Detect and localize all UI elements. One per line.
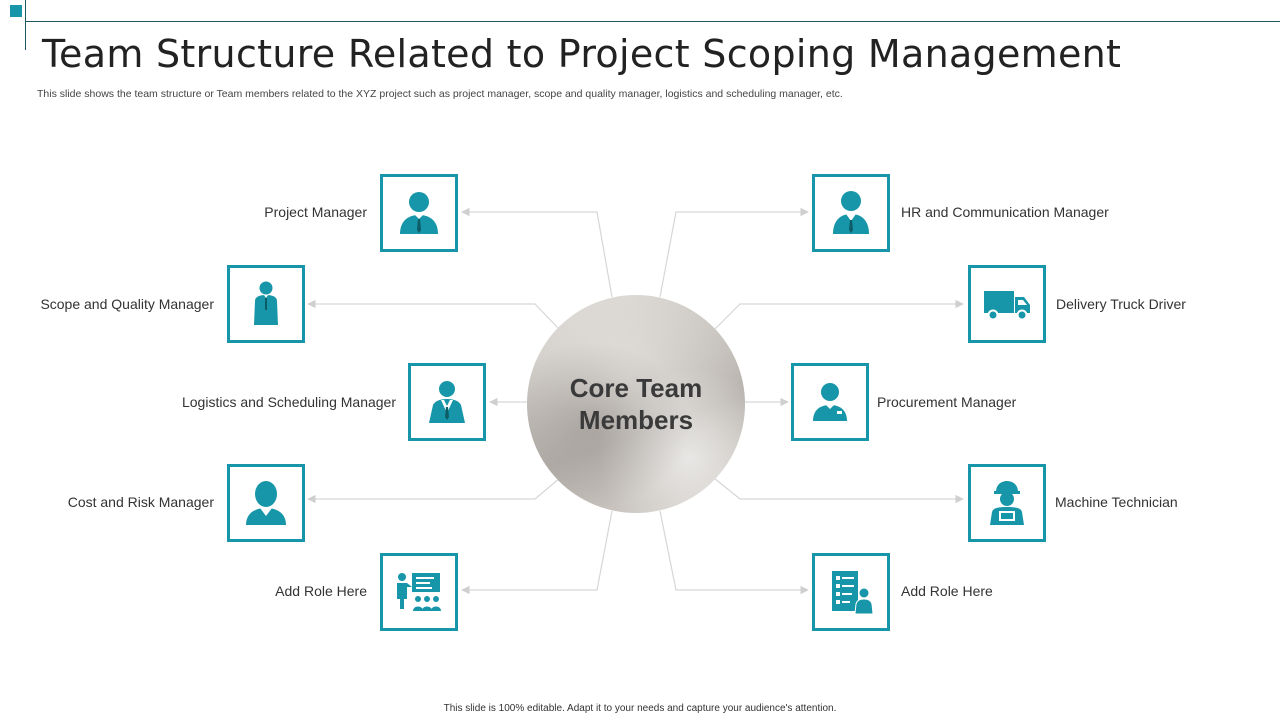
role-label-hr-communication-manager: HR and Communication Manager [901, 204, 1109, 220]
woman-icon [246, 481, 286, 525]
role-label-cost-risk-manager: Cost and Risk Manager [67, 494, 214, 510]
technician-icon [990, 481, 1024, 525]
core-team-label: Core Team Members [569, 373, 703, 435]
core-team-circle: Core Team Members [527, 295, 745, 513]
role-label-project-manager: Project Manager [264, 204, 367, 220]
businessman-icon [833, 191, 869, 234]
role-box-add-role-right[interactable] [812, 553, 890, 631]
role-label-machine-technician: Machine Technician [1055, 494, 1178, 510]
role-label-scope-quality-manager: Scope and Quality Manager [40, 296, 214, 312]
role-box-procurement-manager[interactable] [791, 363, 869, 441]
role-box-logistics-scheduling-manager[interactable] [408, 363, 486, 441]
role-label-logistics-scheduling-manager: Logistics and Scheduling Manager [181, 394, 396, 410]
role-box-delivery-truck-driver[interactable] [968, 265, 1046, 343]
connector-technician [713, 477, 964, 504]
role-label-procurement-manager: Procurement Manager [877, 394, 1017, 410]
role-box-add-role-left[interactable] [380, 553, 458, 631]
truck-icon [984, 291, 1030, 321]
role-box-machine-technician[interactable] [968, 464, 1046, 542]
connector-add-role-left [461, 510, 613, 595]
corner-divider [25, 0, 26, 50]
slide-footer: This slide is 100% editable. Adapt it to… [443, 703, 837, 714]
slide-subtitle: This slide shows the team structure or T… [37, 88, 843, 100]
connector-hr-communication [659, 207, 809, 298]
role-box-scope-quality-manager[interactable] [227, 265, 305, 343]
businessman-icon [400, 192, 438, 234]
role-box-cost-risk-manager[interactable] [227, 464, 305, 542]
connector-truck-driver [713, 299, 964, 331]
manager-silhouette-icon [254, 281, 278, 325]
corner-accent [10, 5, 22, 17]
staff-icon [813, 383, 847, 421]
role-label-delivery-truck-driver: Delivery Truck Driver [1056, 296, 1186, 312]
role-label-add-role-left: Add Role Here [275, 583, 367, 599]
connector-cost-risk [307, 477, 561, 504]
connector-project-manager [461, 207, 613, 298]
connector-add-role-right [659, 510, 809, 595]
presentation-icon [397, 573, 441, 611]
executive-icon [429, 381, 465, 423]
header-divider [25, 21, 1280, 22]
role-box-project-manager[interactable] [380, 174, 458, 252]
connector-scope-quality [307, 299, 561, 331]
role-label-add-role-right: Add Role Here [901, 583, 993, 599]
slide-title: Team Structure Related to Project Scopin… [42, 32, 1122, 76]
role-box-hr-communication-manager[interactable] [812, 174, 890, 252]
checklist-icon [832, 571, 874, 615]
